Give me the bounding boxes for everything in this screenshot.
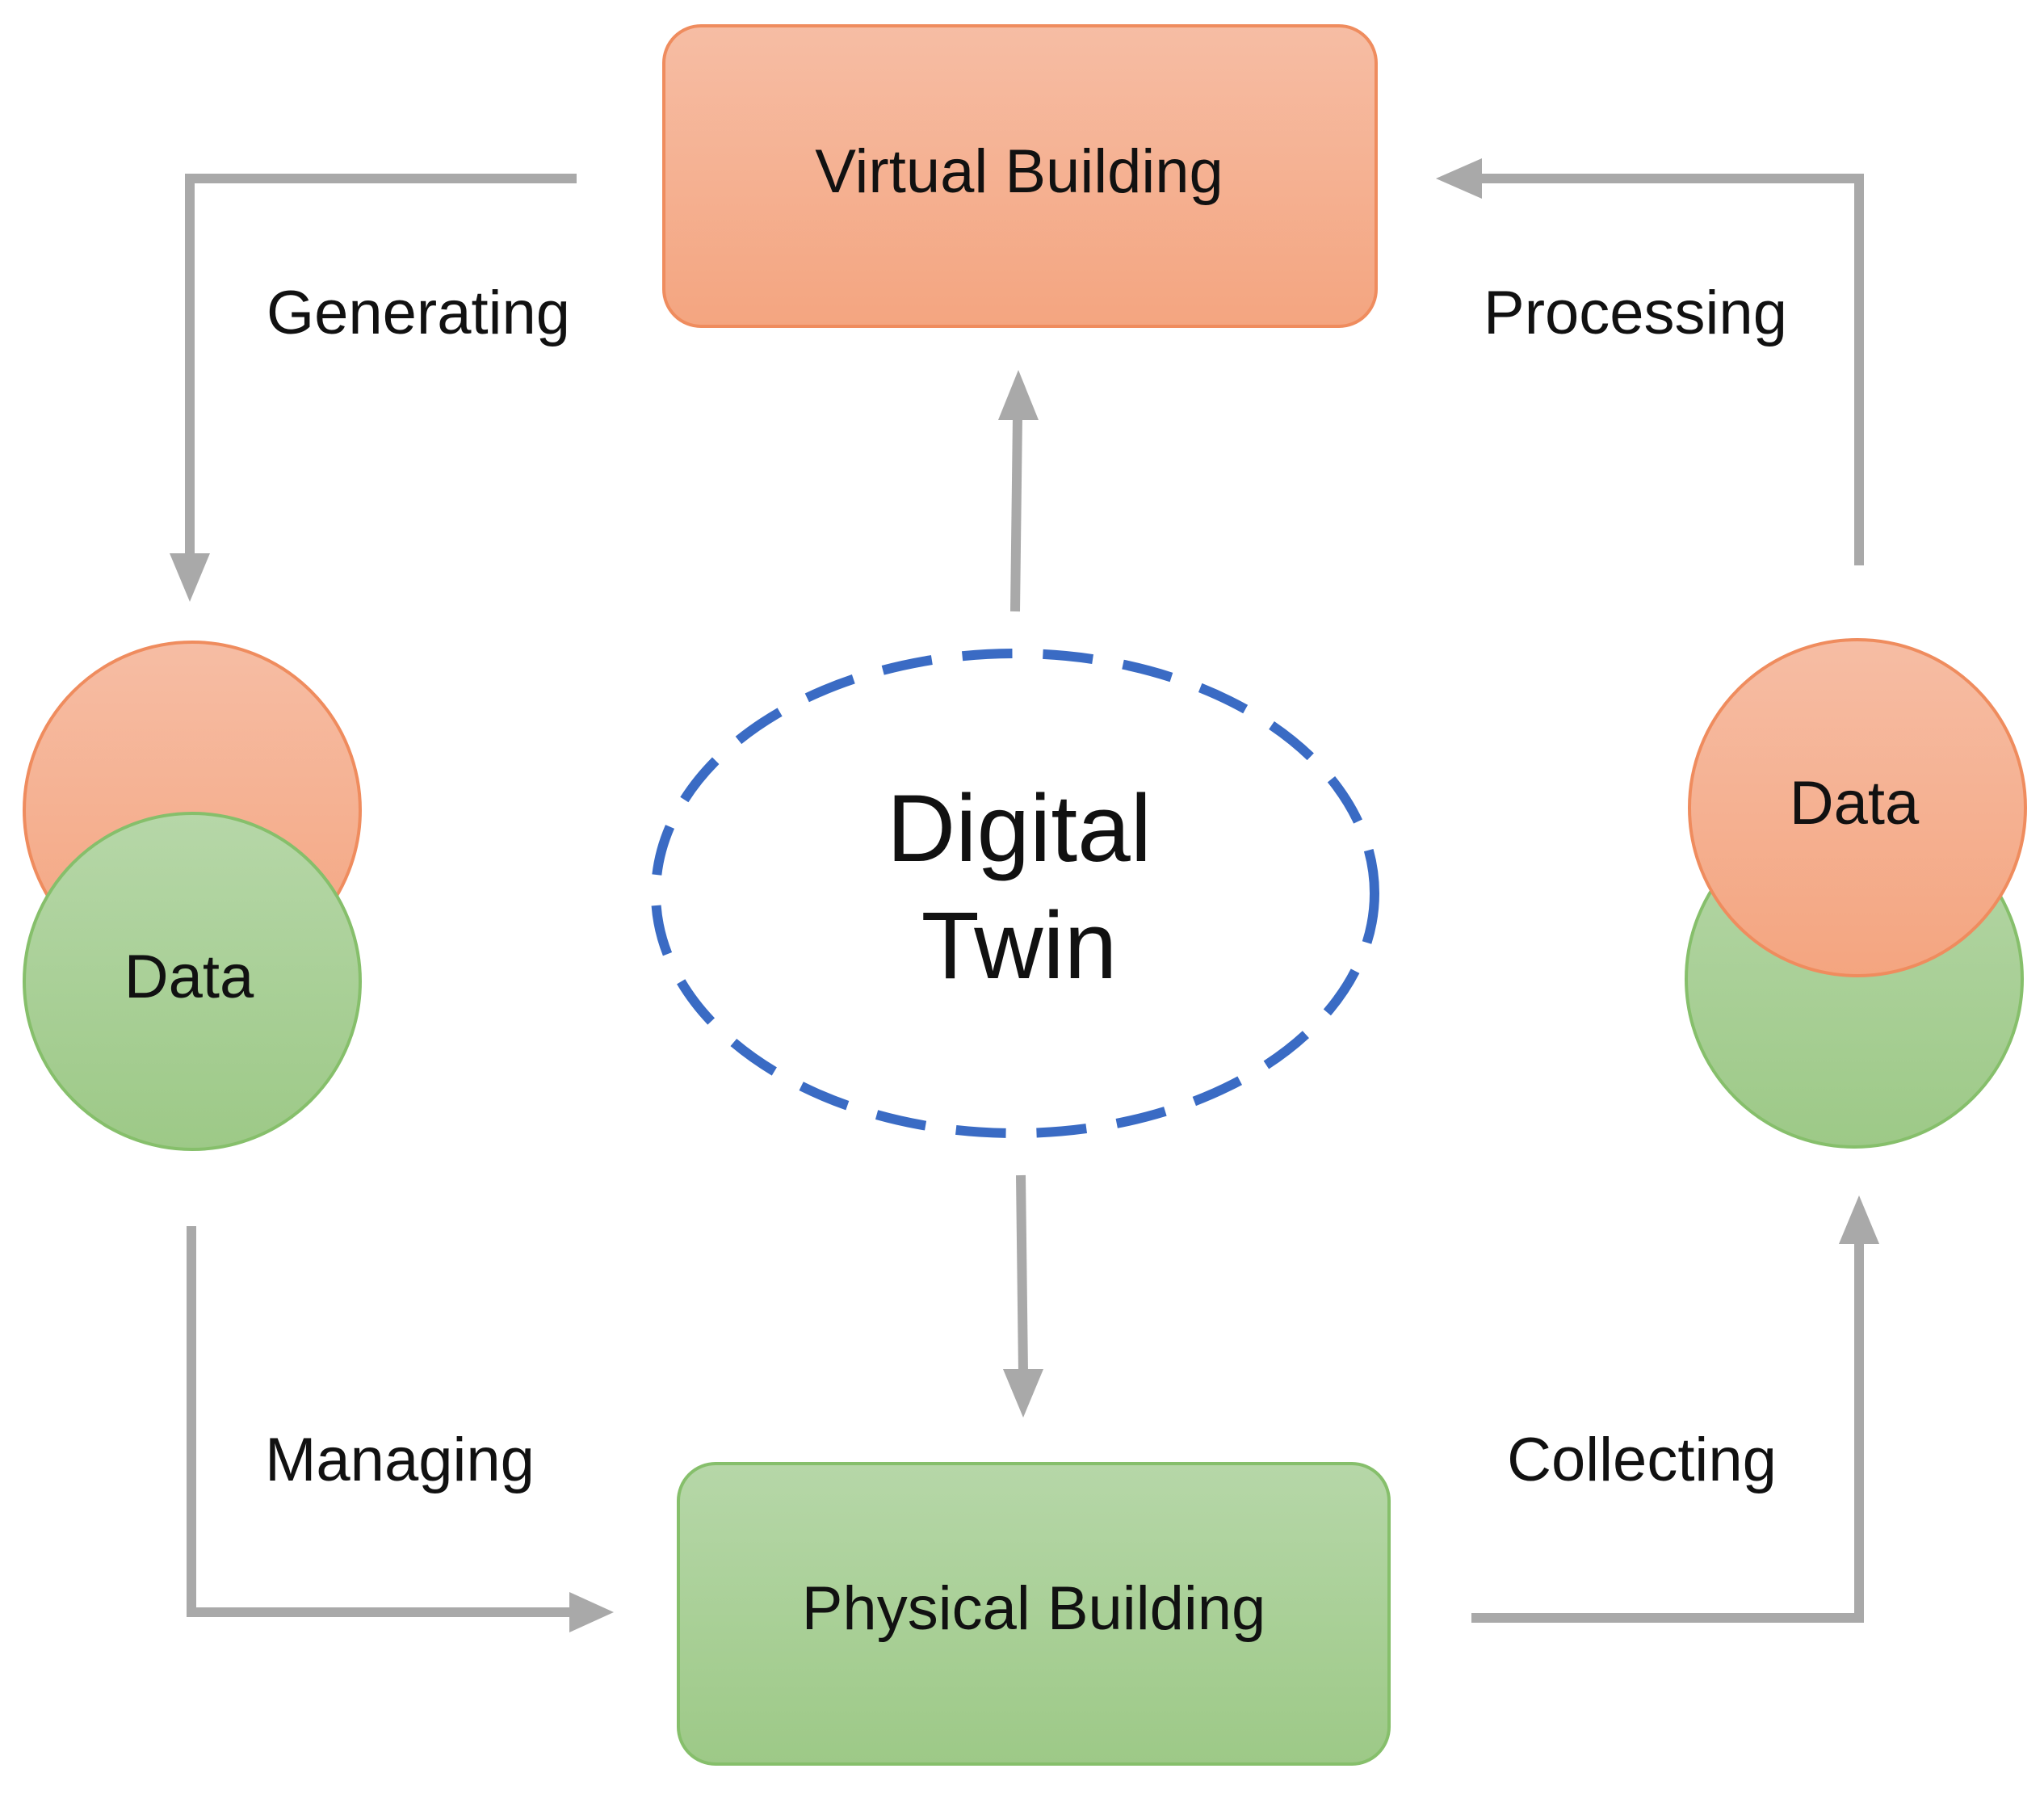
edge-label-generating: Generating [267,279,570,347]
arrow-twin-to-virtual [998,370,1039,612]
edge-label-processing: Processing [1484,279,1787,347]
virtual-building-node: Virtual Building [662,24,1378,328]
arrowhead-down-left-top [170,553,210,602]
data-node-left: Data [23,641,362,1151]
edge-label-managing: Managing [265,1426,535,1494]
physical-building-node: Physical Building [677,1462,1391,1766]
data-label-right: Data [1790,769,1920,838]
virtual-building-label: Virtual Building [815,137,1223,206]
digital-twin-label-line1: Digital [887,775,1152,882]
arrowhead-up-bottom-right [1839,1195,1879,1244]
physical-building-label: Physical Building [802,1574,1266,1643]
connector-generating [170,174,577,602]
digital-twin-node: Digital Twin [651,649,1379,1138]
data-circle-orange-right [1688,638,2027,977]
arrowhead-left-top-right [1436,158,1482,199]
edge-label-collecting: Collecting [1507,1426,1777,1494]
data-circle-green-left [23,812,362,1151]
connector-managing [187,1226,614,1632]
digital-twin-label-line2: Twin [921,893,1118,999]
data-label-left: Data [124,943,254,1011]
connector-collecting [1471,1195,1879,1623]
arrowhead-right-bottom-left [569,1592,614,1632]
connector-processing [1436,158,1864,565]
arrow-twin-to-physical [1003,1174,1043,1418]
data-node-right: Data [1685,638,2027,1149]
